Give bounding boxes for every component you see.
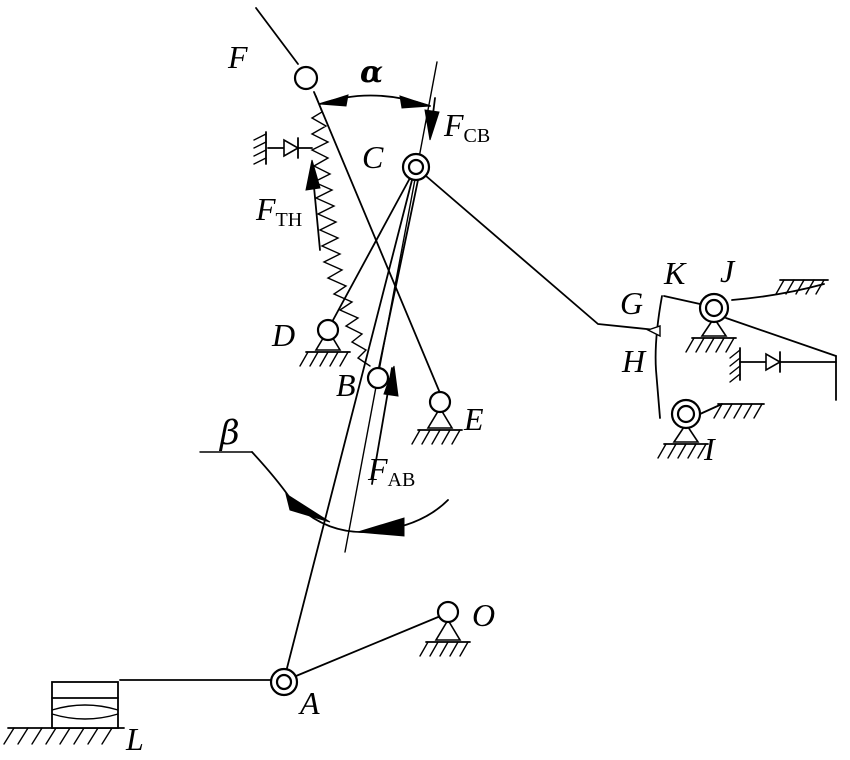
label-k: K xyxy=(663,255,687,291)
beta-angle-marker xyxy=(199,451,449,537)
label-alpha: α xyxy=(360,55,383,90)
joint-b xyxy=(366,366,390,390)
label-d: D xyxy=(271,317,295,353)
support-i xyxy=(657,422,709,459)
ground-j-right xyxy=(775,279,829,295)
label-force-cb: FCB xyxy=(443,107,490,147)
joint-a-inner xyxy=(275,673,293,691)
link-a-c xyxy=(285,179,413,673)
joint-i-inner xyxy=(676,404,696,424)
support-e xyxy=(411,406,463,445)
alpha-angle-marker xyxy=(319,94,431,109)
label-f: F xyxy=(227,39,248,75)
link-f-upper xyxy=(255,7,299,65)
label-beta: β xyxy=(218,413,240,453)
link-d-c xyxy=(331,177,411,323)
block-l xyxy=(51,681,119,729)
spring-f-b xyxy=(310,95,371,367)
joint-o xyxy=(436,600,460,624)
point-labels: F C D B E A O L G H K J I α β FCB FTH FA… xyxy=(125,39,736,757)
links xyxy=(119,7,657,681)
joint-e xyxy=(428,390,452,414)
joint-j-inner xyxy=(704,298,724,318)
link-f-e xyxy=(313,91,441,394)
support-o xyxy=(419,618,471,657)
label-b: B xyxy=(336,367,356,403)
joints xyxy=(269,65,730,697)
label-c: C xyxy=(362,139,384,175)
joint-f xyxy=(293,65,319,91)
force-line-cb xyxy=(344,61,438,553)
label-i: I xyxy=(703,431,716,467)
label-h: H xyxy=(621,343,647,379)
label-a: A xyxy=(298,685,320,721)
force-arrows xyxy=(305,97,440,485)
link-a-o xyxy=(295,614,444,677)
link-c-g xyxy=(425,175,657,331)
label-force-ab: FAB xyxy=(367,451,415,491)
right-mechanism xyxy=(646,283,837,419)
ground-supports xyxy=(3,279,829,745)
label-j: J xyxy=(720,253,736,289)
ground-l xyxy=(3,727,125,745)
ground-i-right xyxy=(713,403,765,419)
label-force-th: FTH xyxy=(255,191,302,231)
label-o: O xyxy=(472,597,495,633)
spring-ground-th xyxy=(253,131,313,165)
label-l: L xyxy=(125,721,144,757)
joint-c-inner xyxy=(407,158,425,176)
support-j xyxy=(685,316,737,353)
label-g: G xyxy=(620,285,643,321)
label-e: E xyxy=(463,401,484,437)
joint-d xyxy=(316,318,340,342)
